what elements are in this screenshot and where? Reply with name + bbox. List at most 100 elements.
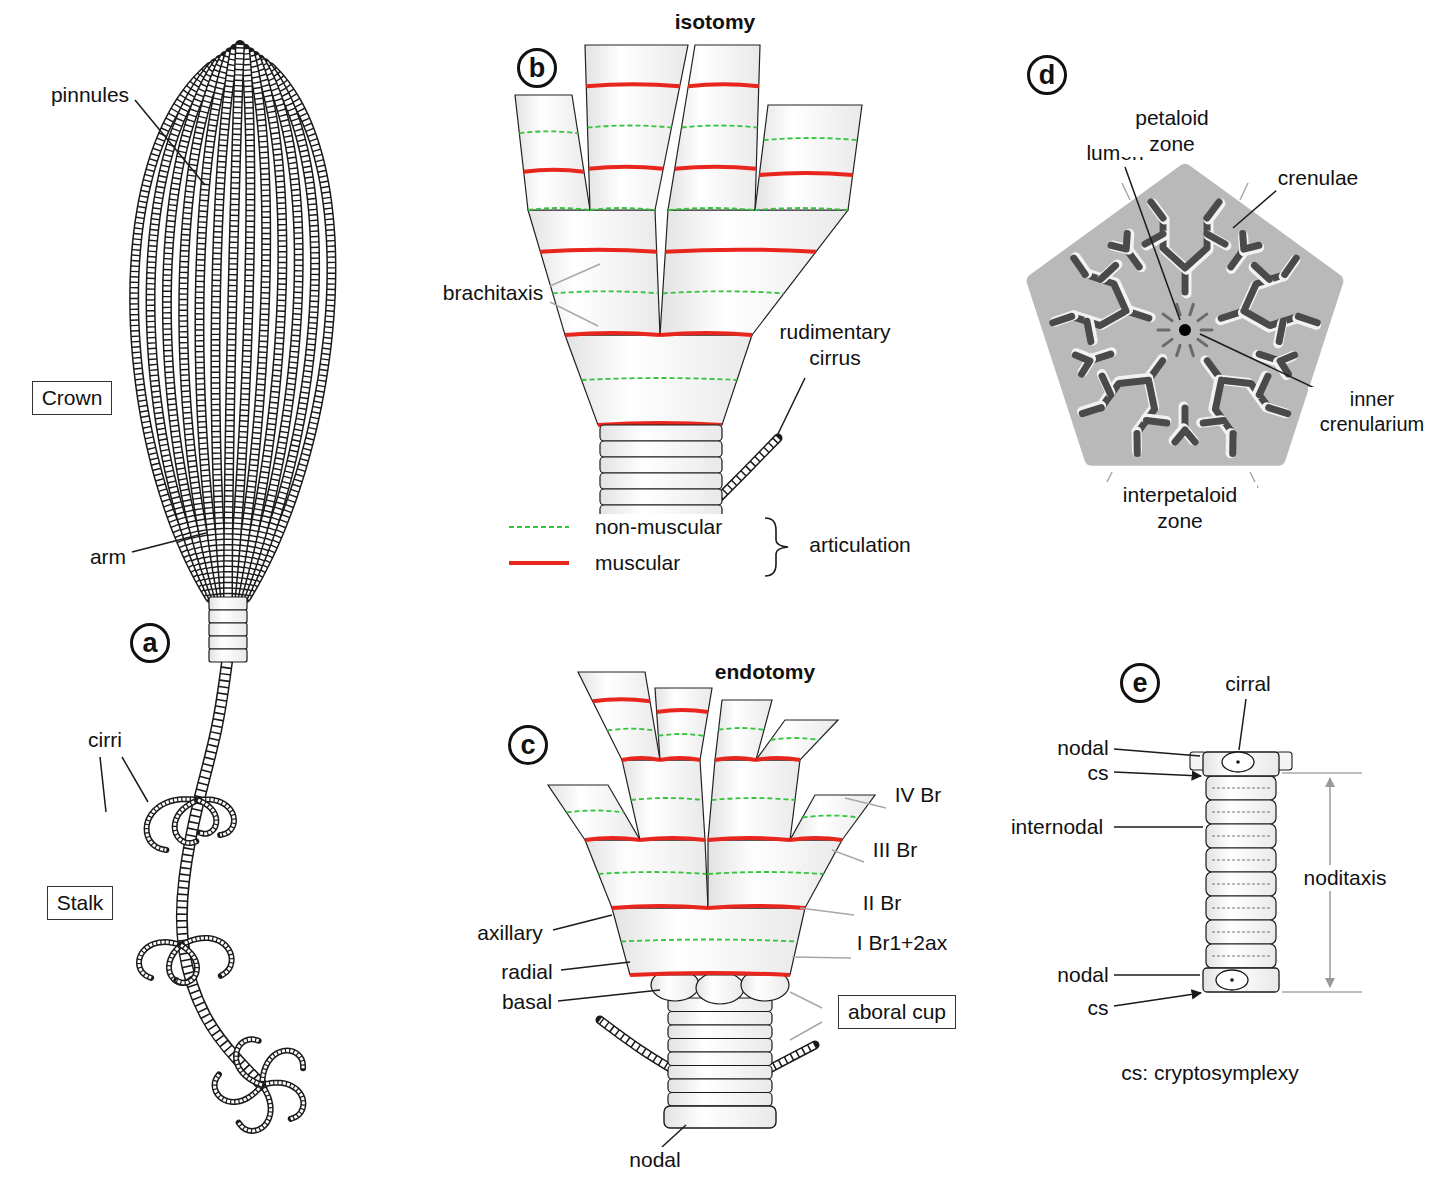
cirrus bbox=[198, 800, 216, 834]
non-muscular-articulation bbox=[588, 126, 672, 128]
cirrus bbox=[262, 1051, 303, 1085]
part-label: cs: cryptosymplexy bbox=[1119, 1060, 1300, 1086]
cirrus bbox=[236, 1039, 262, 1085]
panel-letter: a bbox=[130, 623, 170, 663]
columnal bbox=[668, 1093, 772, 1107]
cirrus bbox=[181, 938, 232, 976]
pointer-arrow bbox=[1114, 772, 1201, 776]
brachial-plate bbox=[668, 45, 760, 210]
muscular-articulation bbox=[660, 333, 752, 335]
muscular-articulation bbox=[708, 838, 790, 840]
columnal bbox=[668, 1025, 772, 1039]
part-label: pinnules bbox=[49, 82, 131, 108]
panel-heading: isotomy bbox=[673, 9, 758, 35]
non-muscular-articulation bbox=[668, 208, 755, 210]
brachial-plate bbox=[708, 760, 800, 840]
pointer-arrow bbox=[1114, 993, 1201, 1006]
cirral-facet bbox=[1222, 752, 1254, 772]
muscular-articulation bbox=[708, 906, 805, 908]
part-label: cs bbox=[1086, 995, 1111, 1021]
internodal-ridge bbox=[1212, 812, 1270, 813]
non-muscular-articulation bbox=[519, 131, 578, 133]
part-label: brachitaxis bbox=[441, 280, 545, 306]
internodal-ridge bbox=[1212, 932, 1270, 933]
muscular-articulation bbox=[715, 758, 756, 760]
legend-sample-line bbox=[509, 561, 569, 565]
part-label: II Br bbox=[861, 890, 904, 916]
crenula bbox=[1081, 321, 1096, 341]
leader-line bbox=[790, 992, 822, 1008]
muscular-articulation bbox=[565, 333, 660, 335]
panel-heading: endotomy bbox=[713, 659, 817, 685]
part-label: I Br1+2ax bbox=[855, 930, 949, 956]
non-muscular-articulation bbox=[590, 208, 655, 210]
internodal-ridge bbox=[1212, 908, 1270, 909]
cirrus bbox=[181, 938, 232, 976]
columnal bbox=[668, 1079, 772, 1093]
region-box: Stalk bbox=[47, 886, 114, 920]
leader-line bbox=[800, 908, 854, 915]
part-label: cirri bbox=[86, 727, 124, 753]
brachial-plate bbox=[578, 672, 660, 760]
muscular-articulation bbox=[640, 838, 705, 840]
leader-line bbox=[1114, 749, 1200, 756]
leader-line bbox=[135, 100, 205, 185]
part-label: arm bbox=[88, 544, 128, 570]
non-muscular-articulation bbox=[803, 816, 859, 818]
part-label: petaloid zone bbox=[1120, 105, 1224, 158]
legend-text: non-muscular bbox=[593, 514, 724, 540]
cirrus bbox=[176, 945, 197, 983]
crown-arm bbox=[228, 45, 240, 598]
columnal bbox=[668, 1012, 772, 1026]
non-muscular-articulation bbox=[631, 798, 703, 800]
internodal-ridge bbox=[1212, 884, 1270, 885]
brachial-plate bbox=[612, 908, 805, 975]
inner-crenula bbox=[1163, 339, 1172, 345]
brachial-plate bbox=[528, 210, 660, 335]
non-muscular-articulation bbox=[712, 798, 796, 800]
non-muscular-articulation bbox=[582, 378, 738, 380]
muscular-articulation bbox=[756, 758, 800, 760]
brace bbox=[765, 518, 788, 576]
cirrus bbox=[176, 945, 197, 983]
muscular-articulation bbox=[790, 838, 842, 840]
muscular-articulation bbox=[657, 710, 708, 712]
legend-sample-line bbox=[509, 526, 569, 528]
crenula bbox=[1053, 311, 1072, 327]
brachial-plate bbox=[755, 105, 862, 210]
leader-line bbox=[122, 757, 148, 802]
part-label: nodal bbox=[1055, 962, 1110, 988]
crenula-group bbox=[1076, 335, 1196, 457]
leader-line bbox=[1125, 167, 1180, 320]
brachial-plate bbox=[585, 840, 708, 908]
panel-letter: c bbox=[508, 725, 548, 765]
nodal-plate bbox=[1203, 968, 1279, 992]
region-name: Crown bbox=[42, 385, 103, 411]
muscular-articulation bbox=[540, 250, 656, 252]
non-muscular-articulation bbox=[719, 728, 765, 730]
internodal-ridge bbox=[1212, 788, 1270, 789]
legend-text: muscular bbox=[593, 550, 682, 576]
crenula bbox=[1207, 202, 1219, 218]
region-name: Stalk bbox=[57, 890, 104, 916]
muscular-articulation bbox=[622, 758, 660, 760]
muscular-articulation bbox=[630, 973, 790, 975]
crenula bbox=[1163, 218, 1185, 268]
crenula-group bbox=[1145, 202, 1227, 294]
internodal bbox=[1206, 896, 1276, 920]
crenula bbox=[1244, 295, 1298, 331]
crenula bbox=[1274, 321, 1289, 341]
panel-letter-text: c bbox=[520, 732, 535, 759]
part-label: basal bbox=[500, 989, 554, 1015]
muscular-articulation bbox=[660, 758, 700, 760]
crenula bbox=[1070, 258, 1089, 274]
calyx-plate bbox=[209, 649, 247, 662]
non-muscular-articulation bbox=[663, 291, 784, 293]
brachial-plate bbox=[548, 785, 640, 840]
non-muscular-articulation bbox=[755, 208, 848, 210]
crenula bbox=[1185, 218, 1207, 268]
inner-crenula bbox=[1177, 345, 1180, 355]
crenula bbox=[1119, 380, 1166, 433]
